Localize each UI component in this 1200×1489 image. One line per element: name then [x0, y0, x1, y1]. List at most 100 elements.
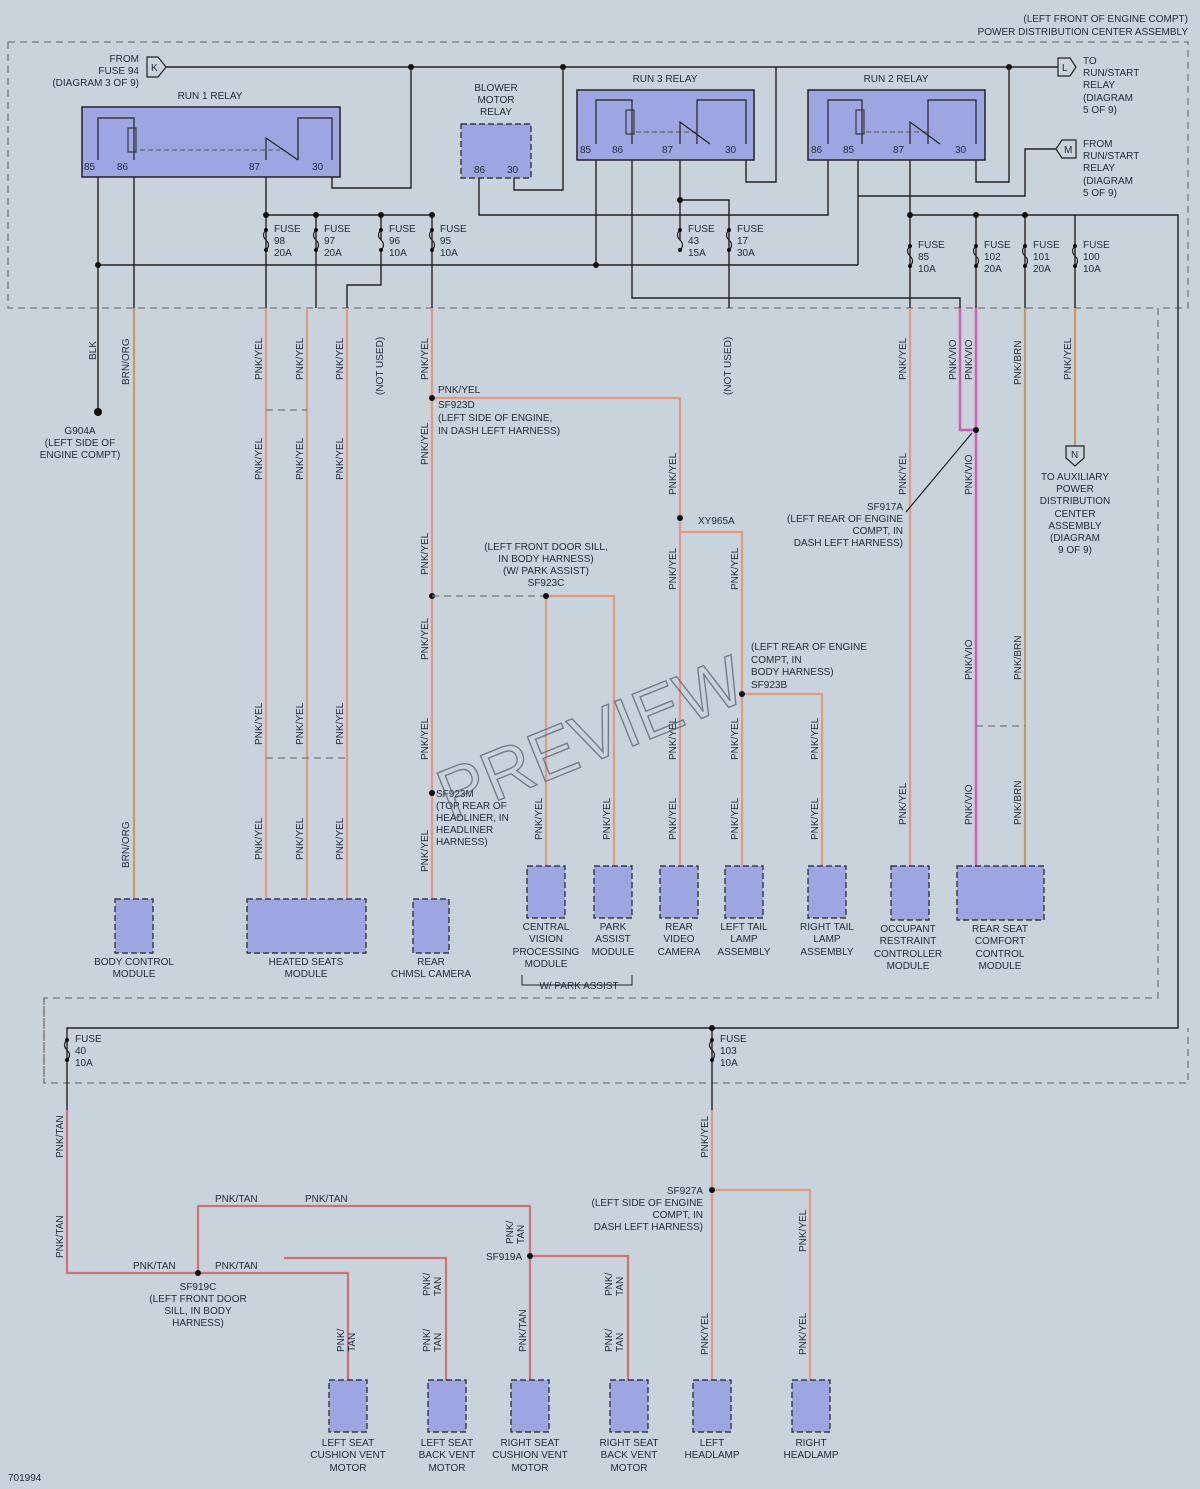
left-seat-cushion-vent-motor: LEFT SEAT CUSHION VENT MOTOR: [310, 1379, 386, 1474]
heated-harness-dash: [266, 409, 347, 759]
svg-text:PNK/YEL: PNK/YEL: [898, 337, 909, 380]
svg-text:(NOT USED): (NOT USED): [723, 337, 734, 395]
rear-chmsl-camera: REAR CHMSL CAMERA: [391, 898, 472, 980]
svg-text:(DIAGRAM: (DIAGRAM: [1050, 533, 1100, 544]
svg-text:30: 30: [725, 145, 737, 156]
pdc-boundary: [8, 41, 1189, 1084]
svg-text:HEADLAMP: HEADLAMP: [684, 1450, 739, 1461]
svg-text:CENTER: CENTER: [1054, 509, 1095, 520]
svg-text:HEADLINER, IN: HEADLINER, IN: [436, 813, 509, 824]
fuse-label: FUSE: [918, 240, 945, 251]
fuse-label: FUSE: [274, 224, 301, 235]
svg-text:PNK/TAN: PNK/TAN: [305, 1194, 348, 1205]
svg-text:REAR SEAT: REAR SEAT: [972, 924, 1028, 935]
svg-text:PNK/YEL: PNK/YEL: [730, 797, 741, 840]
svg-text:PNK/YEL: PNK/YEL: [898, 782, 909, 825]
fuse-label: FUSE: [984, 240, 1011, 251]
svg-text:FUSE 94: FUSE 94: [98, 66, 139, 77]
svg-text:BODY HARNESS): BODY HARNESS): [751, 667, 834, 678]
fuse-num: 101: [1033, 252, 1050, 263]
svg-text:(LEFT SIDE OF ENGINE: (LEFT SIDE OF ENGINE: [592, 1198, 704, 1209]
svg-text:FROM: FROM: [1083, 139, 1112, 150]
fuse-label: FUSE: [1083, 240, 1110, 251]
fuse-num: 103: [720, 1046, 737, 1057]
ground-g904a: G904A (LEFT SIDE OF ENGINE COMPT): [40, 426, 121, 461]
svg-text:LEFT: LEFT: [700, 1438, 724, 1449]
run2-30-feed: [975, 67, 1010, 183]
svg-text:PNK/YEL: PNK/YEL: [810, 717, 821, 760]
body-control-module: BODY CONTROL MODULE: [94, 898, 174, 980]
svg-text:TAN: TAN: [433, 1333, 444, 1352]
svg-text:RIGHT TAIL: RIGHT TAIL: [800, 922, 854, 933]
svg-text:RIGHT SEAT: RIGHT SEAT: [599, 1438, 658, 1449]
splice-sf927a: SF927A (LEFT SIDE OF ENGINE COMPT, IN DA…: [592, 1186, 704, 1233]
fuse-num: 100: [1083, 252, 1100, 263]
svg-text:PNK/VIO: PNK/VIO: [964, 784, 975, 825]
svg-text:LEFT SEAT: LEFT SEAT: [421, 1438, 473, 1449]
svg-text:87: 87: [249, 162, 261, 173]
svg-text:(W/ PARK ASSIST): (W/ PARK ASSIST): [503, 566, 589, 577]
rear-video-camera: REAR VIDEO CAMERA: [658, 865, 701, 958]
svg-text:K: K: [151, 63, 158, 74]
heated-seats-module: HEATED SEATS MODULE: [246, 898, 367, 980]
svg-text:PNK/YEL: PNK/YEL: [898, 452, 909, 495]
svg-text:PNK/VIO: PNK/VIO: [964, 454, 975, 495]
svg-text:(LEFT FRONT DOOR: (LEFT FRONT DOOR: [149, 1294, 246, 1305]
svg-text:DASH LEFT HARNESS): DASH LEFT HARNESS): [594, 1222, 703, 1233]
svg-text:MOTOR: MOTOR: [428, 1463, 465, 1474]
svg-text:CONTROL: CONTROL: [976, 949, 1025, 960]
svg-text:CENTRAL: CENTRAL: [523, 922, 570, 933]
svg-text:PNK/YEL: PNK/YEL: [335, 437, 346, 480]
wires-headlamps: [710, 1110, 812, 1380]
svg-text:TAN: TAN: [347, 1333, 358, 1352]
splice-sf923b: (LEFT REAR OF ENGINE COMPT, IN BODY HARN…: [751, 642, 867, 691]
svg-text:PNK/YEL: PNK/YEL: [254, 437, 265, 480]
svg-text:MODULE: MODULE: [525, 959, 568, 970]
svg-text:PNK/YEL: PNK/YEL: [668, 452, 679, 495]
fuse-num: 102: [984, 252, 1001, 263]
run1-coil-wires: [97, 177, 135, 308]
fuse-amps: 10A: [1083, 264, 1101, 275]
svg-text:PNK/YEL: PNK/YEL: [295, 817, 306, 860]
svg-text:MOTOR: MOTOR: [477, 95, 514, 106]
svg-text:PNK/: PNK/: [422, 1328, 433, 1352]
svg-text:PNK/BRN: PNK/BRN: [1013, 636, 1024, 680]
svg-text:COMPT, IN: COMPT, IN: [852, 526, 903, 537]
svg-text:RUN/START: RUN/START: [1083, 68, 1139, 79]
svg-text:REAR: REAR: [665, 922, 693, 933]
svg-text:SF919C: SF919C: [180, 1282, 217, 1293]
left-tail-lamp-assembly: LEFT TAIL LAMP ASSEMBLY: [717, 865, 771, 958]
svg-text:PNK/YEL: PNK/YEL: [335, 702, 346, 745]
svg-text:PNK/: PNK/: [336, 1328, 347, 1352]
svg-text:CHMSL CAMERA: CHMSL CAMERA: [391, 969, 472, 980]
fuse-amps: 20A: [324, 248, 342, 259]
pdc-location: (LEFT FRONT OF ENGINE COMPT): [1023, 14, 1188, 25]
fuse-num: 97: [324, 236, 336, 247]
run2-fuse-drops: [909, 215, 1076, 308]
svg-text:RIGHT SEAT: RIGHT SEAT: [500, 1438, 559, 1449]
svg-text:RELAY: RELAY: [1083, 80, 1115, 91]
svg-text:MOTOR: MOTOR: [610, 1463, 647, 1474]
svg-text:HEATED SEATS: HEATED SEATS: [269, 957, 344, 968]
fuse-num: 85: [918, 252, 930, 263]
wire-labels-upper: BLK BRN/ORG PNK/YEL PNK/YEL PNK/YEL (NOT…: [88, 337, 1074, 872]
svg-text:PNK/TAN: PNK/TAN: [215, 1194, 258, 1205]
svg-text:PNK/YEL: PNK/YEL: [668, 797, 679, 840]
connector-to-run-start-relay: L TO RUN/START RELAY (DIAGRAM 5 OF 9): [1057, 56, 1139, 116]
splice-sf923d: PNK/YEL SF923D (LEFT SIDE OF ENGINE, IN …: [438, 385, 560, 437]
svg-text:PNK/VIO: PNK/VIO: [948, 339, 959, 380]
rear-seat-comfort-control-module: REAR SEAT COMFORT CONTROL MODULE: [956, 865, 1045, 972]
fuses: FUSE9820AFUSE9720AFUSE9610AFUSE9510AFUSE…: [63, 224, 1110, 1069]
svg-text:PNK/YEL: PNK/YEL: [700, 1312, 711, 1355]
blower-86: [478, 160, 829, 216]
svg-text:5 OF 9): 5 OF 9): [1083, 105, 1117, 116]
svg-text:(LEFT SIDE OF: (LEFT SIDE OF: [45, 438, 115, 449]
svg-text:PNK/YEL: PNK/YEL: [602, 797, 613, 840]
